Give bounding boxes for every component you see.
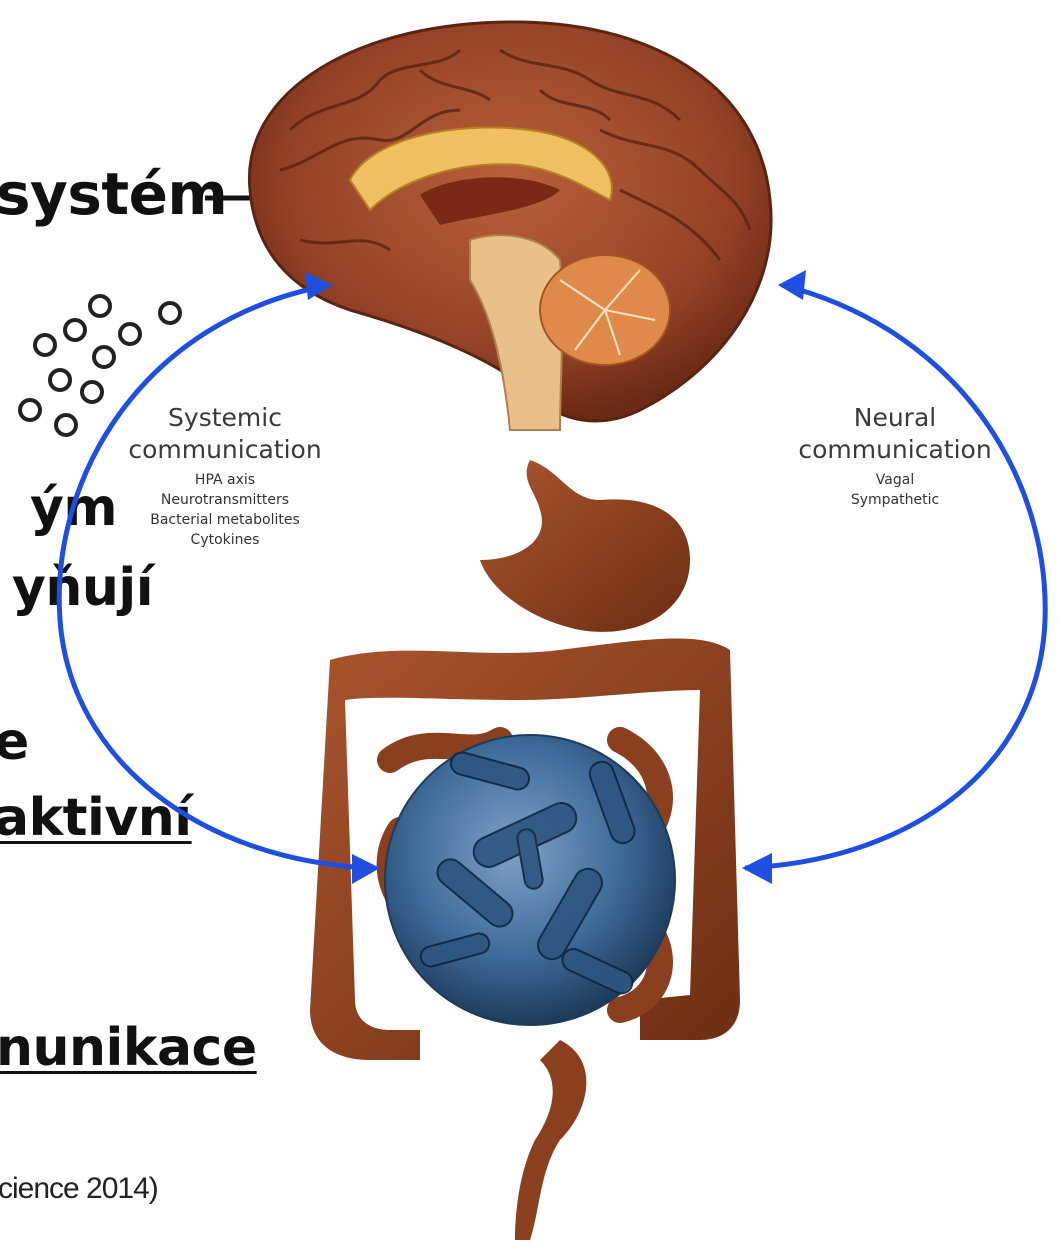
systemic-item: HPA axis (95, 470, 355, 490)
systemic-item: Bacterial metabolites (95, 510, 355, 530)
systemic-item: Cytokines (95, 530, 355, 550)
systemic-heading-line1: Systemic (95, 402, 355, 434)
neural-heading-line2: communication (765, 434, 1025, 466)
neural-heading-line1: Neural (765, 402, 1025, 434)
arrowhead-neural-brain (778, 270, 806, 300)
neural-item: Sympathetic (765, 490, 1025, 510)
systemic-heading-line2: communication (95, 434, 355, 466)
stomach-illustration (480, 460, 690, 632)
systemic-communication-label: Systemic communication HPA axis Neurotra… (95, 402, 355, 550)
brain-illustration (249, 22, 771, 430)
neural-item: Vagal (765, 470, 1025, 490)
arrowhead-neural-gut (742, 853, 772, 884)
microbiota-circle (385, 735, 675, 1025)
neural-communication-label: Neural communication Vagal Sympathetic (765, 402, 1025, 510)
arrowhead-systemic-gut (352, 854, 380, 884)
systemic-item: Neurotransmitters (95, 490, 355, 510)
neural-arrow-path (745, 285, 1045, 868)
